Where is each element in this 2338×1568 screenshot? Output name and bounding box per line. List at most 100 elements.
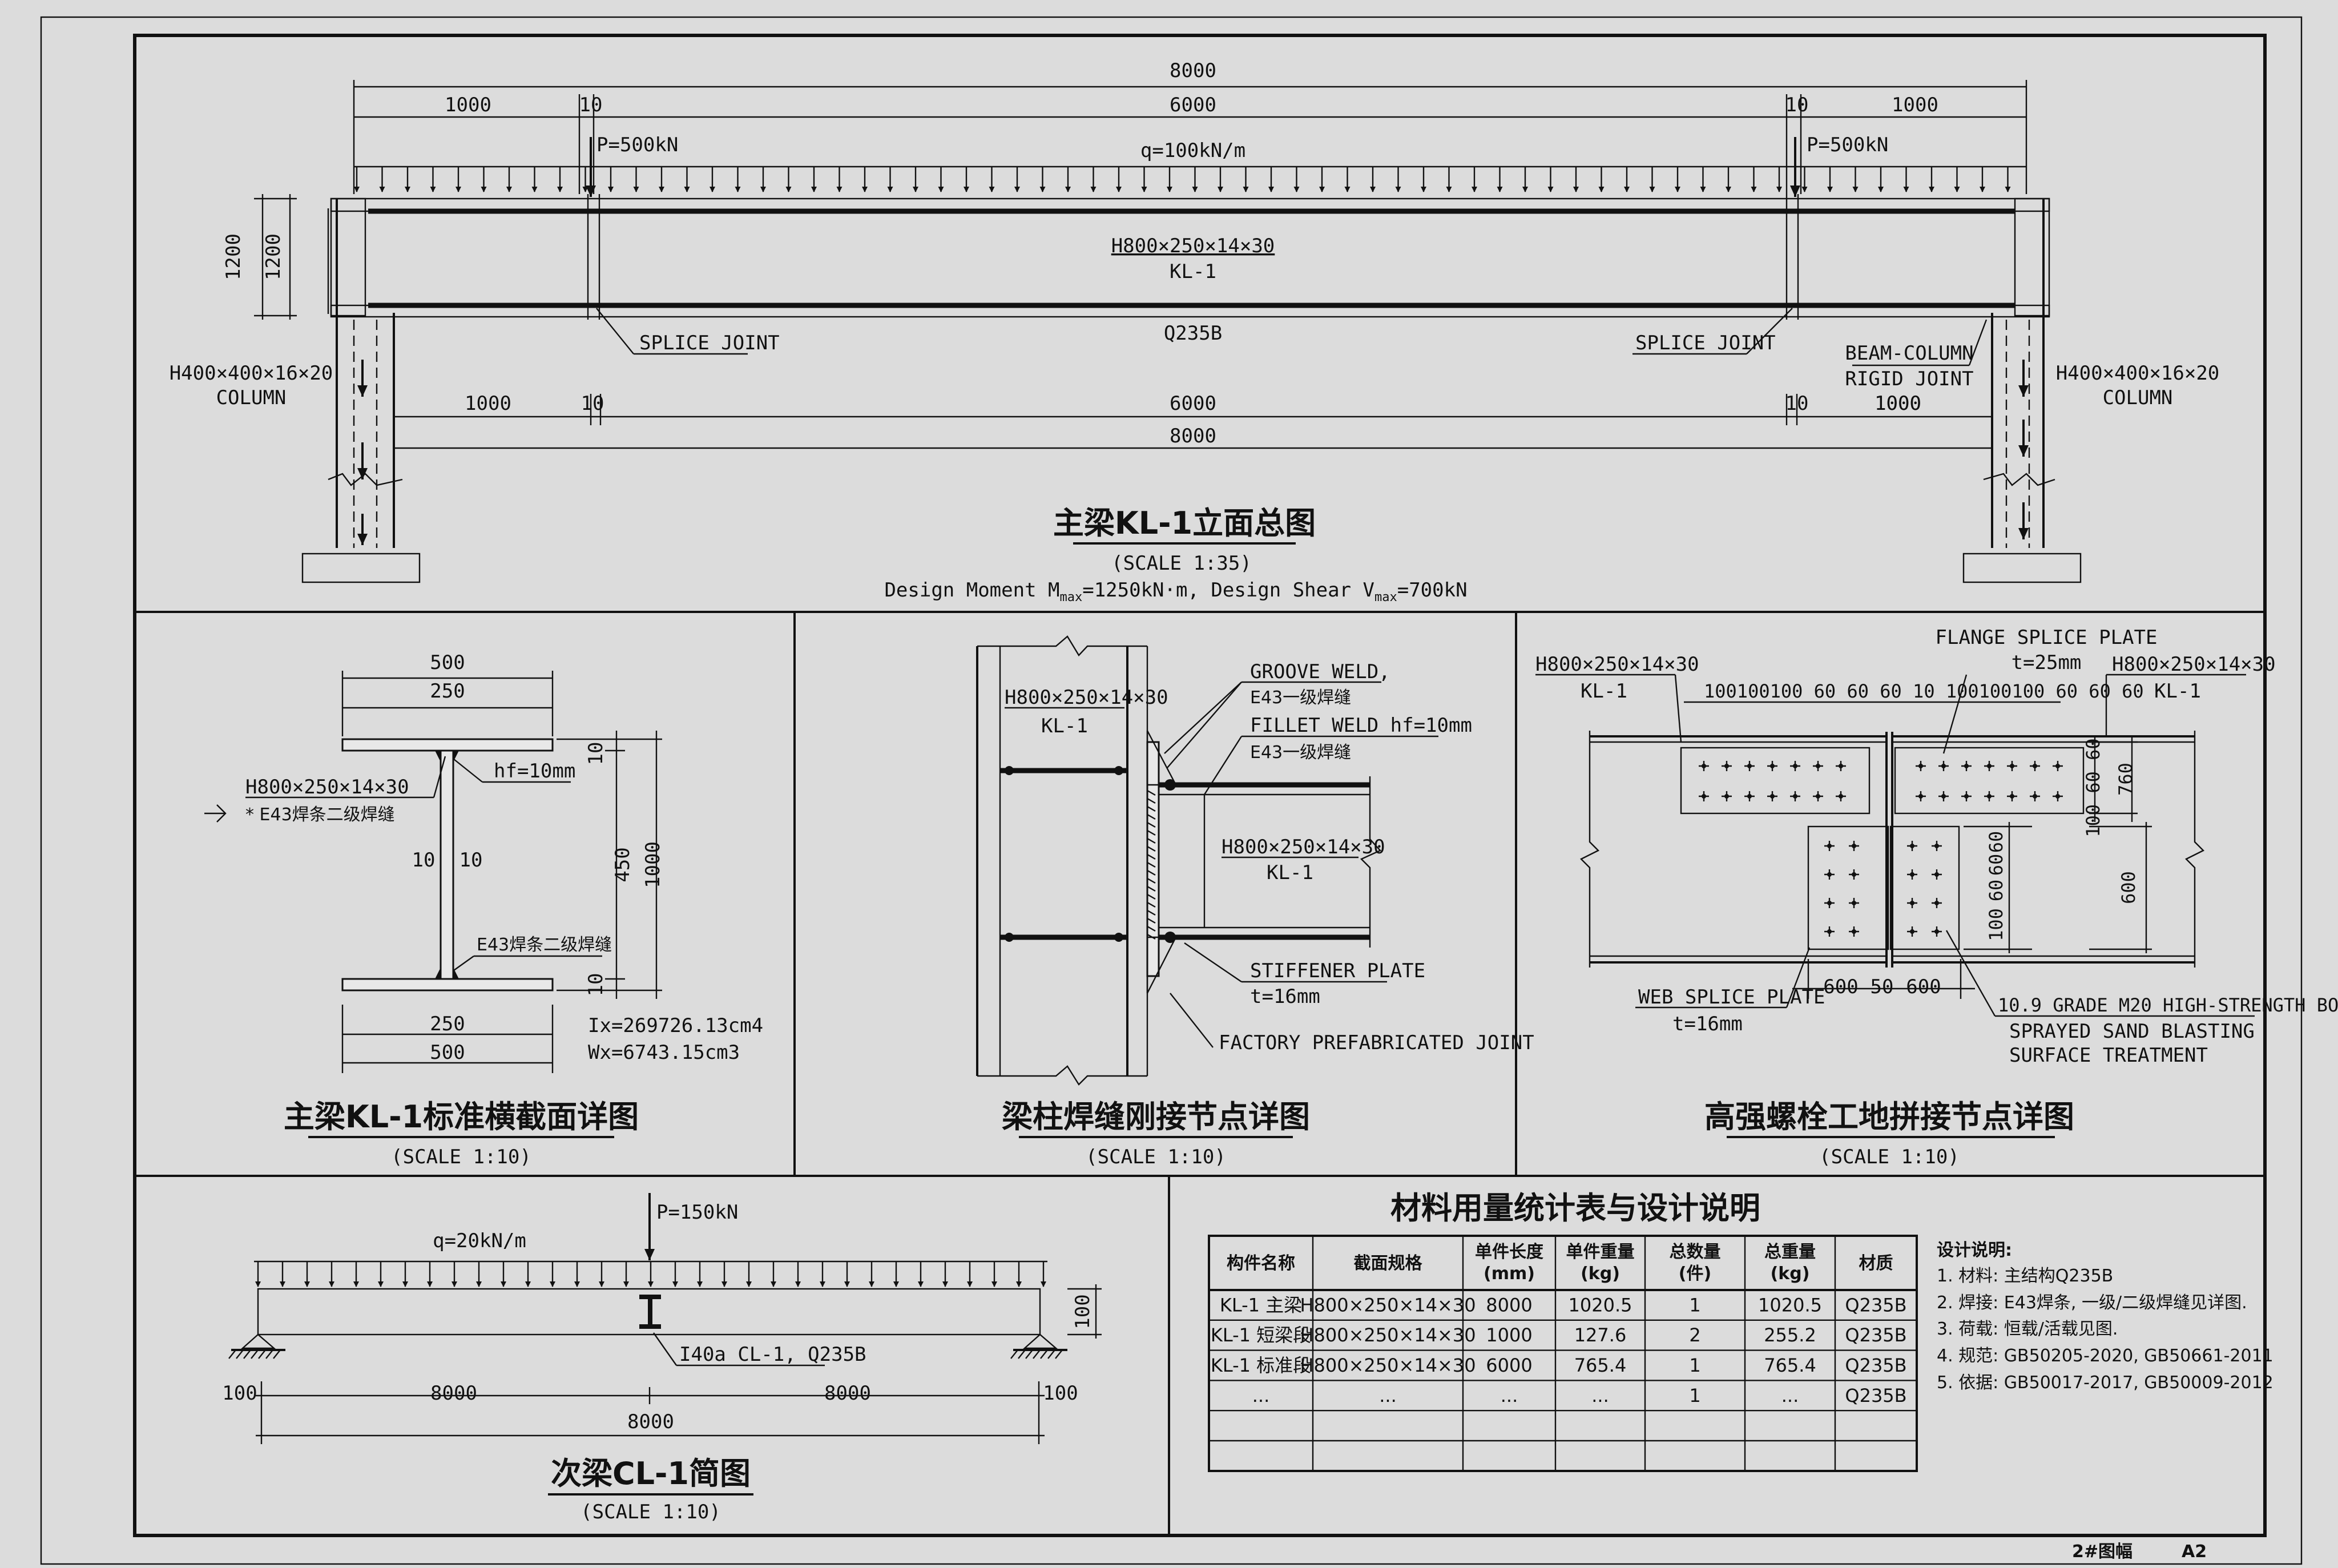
section-t10-right: 10 [459, 849, 483, 872]
table-cell: Q235B [1845, 1385, 1906, 1406]
secondary-dim-8000-b: 8000 [824, 1382, 871, 1405]
hatch-line [1040, 1349, 1048, 1359]
design-notes: 设计说明: 1. 材料: 主结构Q235B 2. 焊接: E43焊条, 一级/二… [1937, 1240, 2273, 1393]
table-cell: ... [1781, 1385, 1799, 1406]
left-column-section: H400×400×16×20 [170, 362, 333, 385]
section-t10-bottom: 10 [584, 973, 607, 997]
joint-factory: FACTORY PREFABRICATED JOINT [1219, 1031, 1534, 1054]
titleblock-size-label: 2#图幅 [2072, 1542, 2133, 1562]
hatch-line [1033, 1349, 1041, 1359]
right-column-label: COLUMN [2103, 386, 2173, 409]
table-cell: 765.4 [1574, 1355, 1627, 1376]
section-hf: hf=10mm [494, 760, 575, 783]
splice-dim-100-60-60: 100 60 60 [2082, 738, 2104, 837]
load-p-right: P=500kN [1807, 134, 1888, 156]
table-cell: 1020.5 [1569, 1294, 1632, 1316]
bolt-icon [2055, 764, 2060, 768]
titleblock-size-code: A2 [2182, 1542, 2207, 1562]
hatch-line [1018, 1349, 1026, 1359]
splice-flange-plate: FLANGE SPLICE PLATE [1936, 626, 2158, 649]
table-cell: ... [1501, 1385, 1518, 1406]
bolt-icon [2033, 764, 2037, 768]
section-t10-top: 10 [584, 742, 607, 765]
splice-view: H800×250×14×30 KL-1 FLANGE SPLICE PLATE … [1535, 626, 2338, 1168]
elevation-design-values: Design Moment Mmax=1250kN·m, Design Shea… [884, 579, 1467, 604]
splice-treat-1: SPRAYED SAND BLASTING [2009, 1020, 2255, 1043]
section-label: H800×250×14×30 [245, 776, 409, 799]
table-cell: H800×250×14×30 [1300, 1294, 1476, 1316]
right-column-section: H400×400×16×20 [2056, 362, 2220, 385]
table-header-cell: 单件重量(kg) [1566, 1242, 1635, 1284]
table-cell: KL-1 短梁段 [1211, 1324, 1311, 1346]
splice-right-section: H800×250×14×30 [2112, 653, 2276, 676]
table-cell: ... [1379, 1385, 1397, 1406]
section-weld-note-2: E43焊条二级焊缝 [477, 935, 612, 955]
joint-scale: (SCALE 1:10) [1086, 1146, 1226, 1168]
left-column-head [330, 197, 366, 317]
splice-dim-60-c: 60 [1985, 880, 2007, 902]
weld-tick [1147, 885, 1156, 892]
joint-beam-section: H800×250×14×30 [1222, 836, 1385, 858]
left-column-label: COLUMN [216, 386, 287, 409]
table-grid [1209, 1236, 1917, 1471]
dim-gap-left-bottom: 10 [581, 392, 604, 415]
splice-dim-600-v: 600 [2118, 871, 2139, 904]
secondary-load-p: P=150kN [656, 1201, 738, 1224]
notes-item-2: 2. 焊接: E43焊条, 一级/二级焊缝见详图. [1937, 1293, 2247, 1313]
table-cell: 1 [1689, 1294, 1700, 1316]
bolt-icon [1793, 764, 1797, 768]
right-column-head [2014, 197, 2050, 317]
splice-bolts [1699, 761, 2063, 937]
bolt-icon [1941, 764, 1946, 768]
table-header-cell: 截面规格 [1354, 1253, 1423, 1273]
left-column-base [301, 553, 421, 583]
bolt-icon [1852, 929, 1856, 934]
beam-id-label: KL-1 [1170, 260, 1216, 283]
bolt-icon [1724, 794, 1729, 799]
weld-tick [1147, 893, 1156, 900]
table-header-cell: 构件名称 [1227, 1253, 1295, 1273]
outer-border [40, 16, 2303, 1565]
bolt-icon [1941, 794, 1946, 799]
secondary-beam [257, 1288, 1041, 1336]
section-scale: (SCALE 1:10) [391, 1146, 531, 1168]
table-cell: H800×250×14×30 [1300, 1355, 1476, 1376]
splice-flange-plate-right [1894, 747, 2085, 815]
beam-section-label: H800×250×14×30 [1111, 235, 1275, 257]
joint-col-section: H800×250×14×30 [1005, 686, 1168, 709]
weld-tick [1147, 789, 1156, 796]
splice-dim-100-v: 100 [1985, 908, 2007, 941]
bolt-icon [1770, 764, 1775, 768]
dim-gap-left-top: 10 [579, 94, 603, 116]
bolt-icon [1827, 929, 1832, 934]
hatch-line [258, 1349, 266, 1359]
table-frame [1208, 1235, 1918, 1472]
bolt-icon [2010, 794, 2014, 799]
bolt-icon [1910, 901, 1914, 905]
bolt-icon [1839, 764, 1843, 768]
joint-stiffener: STIFFENER PLATE [1250, 960, 1425, 982]
bolt-icon [2010, 764, 2014, 768]
table-cell: H800×250×14×30 [1300, 1324, 1476, 1346]
splice-title: 高强螺栓工地拼接节点详图 [1704, 1099, 2074, 1135]
dim-bc-1000: 1000 [1875, 392, 1921, 415]
bolt-icon [1934, 929, 1939, 934]
hatch-line [236, 1349, 244, 1359]
table-cell: 127.6 [1574, 1324, 1627, 1346]
secondary-support-hatch [228, 1349, 1063, 1359]
hatch-line [1010, 1349, 1018, 1359]
bolt-icon [1964, 764, 1969, 768]
table-cell: 8000 [1486, 1294, 1532, 1316]
section-view: 500 250 H800×250×14×30 * E43焊条二级焊缝 hf=10… [204, 651, 763, 1168]
joint-view: H800×250×14×30 KL-1 H800×250×14×30 KL-1 … [976, 635, 1534, 1168]
weld-tick [1147, 837, 1156, 844]
bolt-icon [1770, 794, 1775, 799]
bolt-icon [1852, 872, 1856, 877]
dim-1200-a: 1200 [222, 233, 245, 280]
table-cell: Q235B [1845, 1355, 1906, 1376]
table-header-cell: 单件长度(mm) [1475, 1242, 1543, 1284]
joint-stiffener-t: t=16mm [1250, 985, 1320, 1008]
weld-tick [1147, 821, 1156, 828]
dim-total-bottom: 8000 [1170, 425, 1216, 448]
bolt-icon [1702, 764, 1706, 768]
